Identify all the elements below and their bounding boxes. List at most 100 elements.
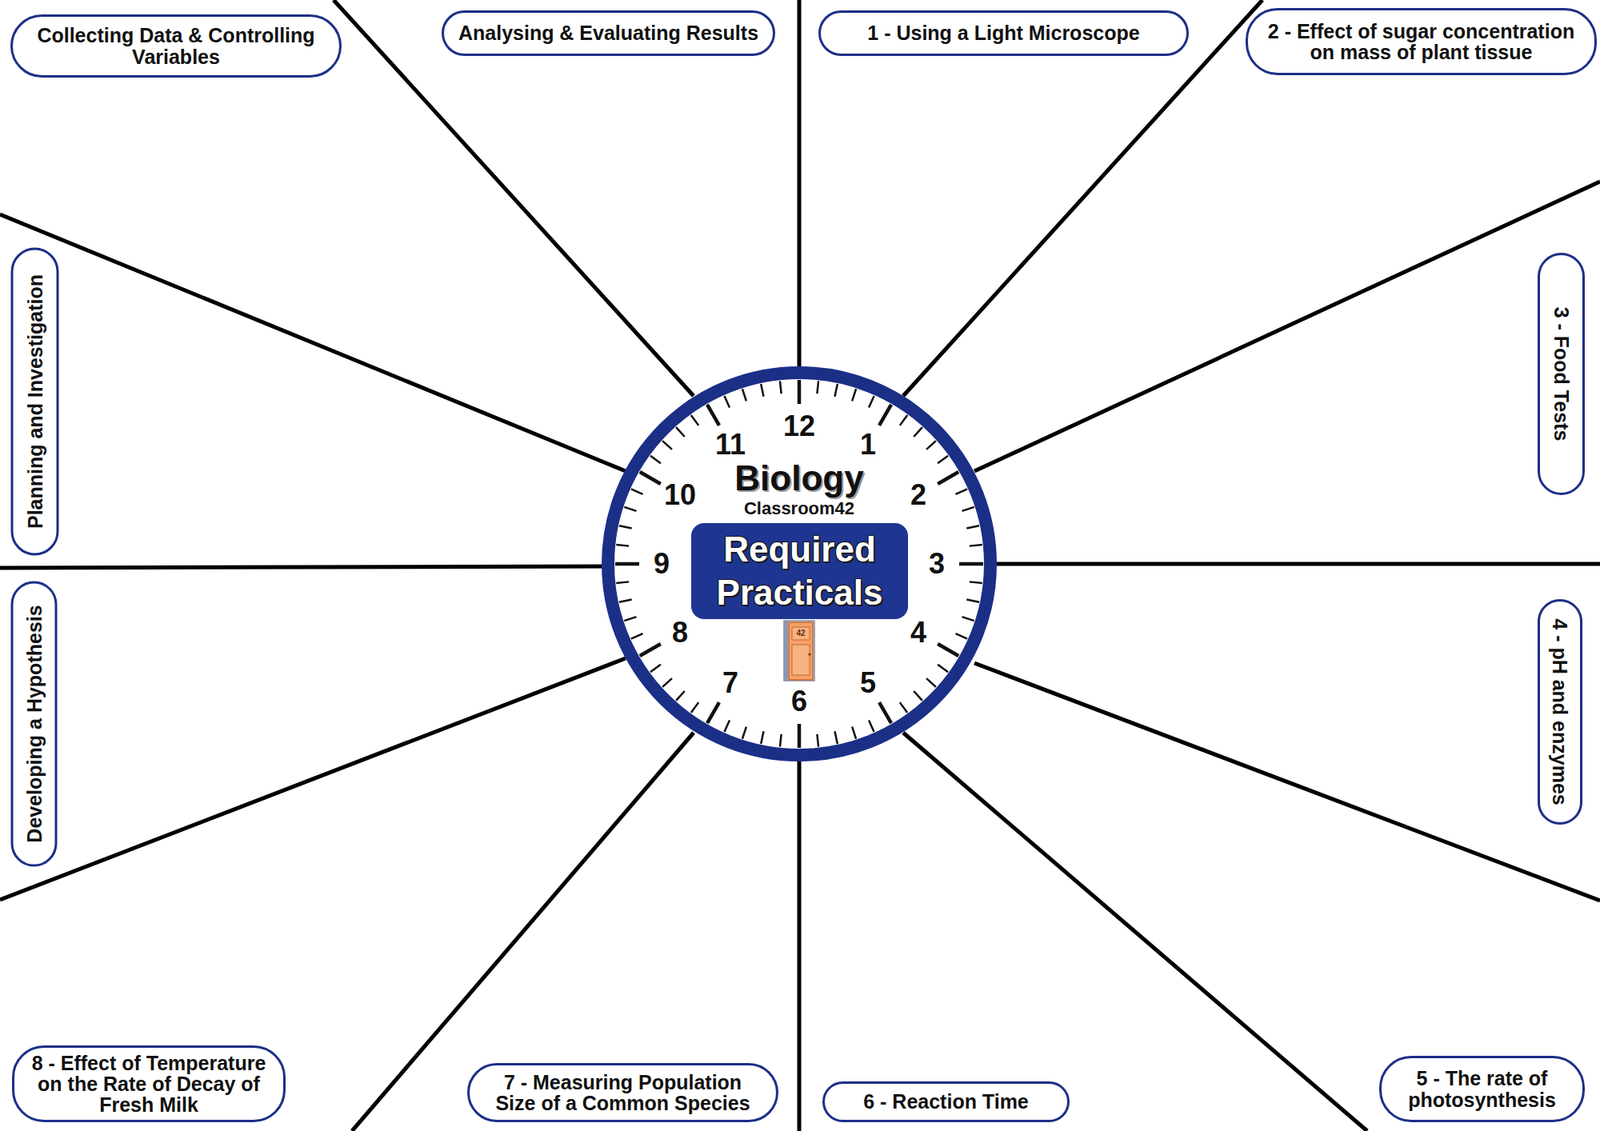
clock-tick <box>640 644 661 656</box>
clock-tick <box>724 396 730 408</box>
clock-tick <box>691 415 699 426</box>
box-label: Developing a Hypothesis <box>23 604 44 843</box>
brand-name: Classroom42 <box>744 500 855 518</box>
clock-tick <box>900 702 908 713</box>
box-label: Analysing & Evaluating Results <box>458 22 759 44</box>
clock-tick <box>879 404 892 426</box>
clock-tick <box>631 488 644 495</box>
clock-tick <box>937 472 959 484</box>
clock-tick <box>879 702 892 724</box>
clock-tick <box>852 727 856 740</box>
clock-tick <box>966 599 980 602</box>
clock-tick <box>724 720 730 732</box>
clock-tick <box>624 507 636 512</box>
clock-tick <box>760 731 764 744</box>
divider-line <box>0 566 616 568</box>
clock-tick <box>937 456 948 464</box>
clock-tick <box>969 581 983 584</box>
clock-ticks <box>615 380 984 748</box>
clock-tick <box>624 616 636 621</box>
clock-tick <box>676 691 685 701</box>
clock-tick <box>676 427 685 437</box>
clock-face: BiologyClassroom42Required Practicals <box>601 366 997 762</box>
clock-tick <box>913 691 923 701</box>
divider-line <box>984 562 1600 567</box>
box-label: 4 - pH and enzymes <box>1549 618 1571 805</box>
clock-tick <box>707 404 720 426</box>
clock-tick <box>959 562 984 567</box>
practical-box: Collecting Data & Controlling Variables <box>10 14 342 78</box>
practical-box: 4 - pH and enzymes <box>1537 599 1583 825</box>
box-label: Required Practicals <box>700 528 900 614</box>
clock-tick <box>650 456 661 464</box>
divider-line <box>974 663 1600 901</box>
clock-rim <box>608 372 991 756</box>
box-label: Collecting Data & Controlling Variables <box>16 24 336 68</box>
practical-box: Developing a Hypothesis <box>10 581 57 868</box>
box-label: 6 - Reaction Time <box>863 1091 1029 1112</box>
clock-tick <box>780 734 782 748</box>
clock-tick <box>797 724 802 748</box>
clock-tick <box>962 507 975 512</box>
box-label: 5 - The rate of photosynthesis <box>1390 1068 1575 1111</box>
box-label: 8 - Effect of Temperature on the Rate of… <box>21 1052 276 1116</box>
clock-tick <box>631 633 644 640</box>
clock-tick <box>868 396 875 408</box>
box-label: Planning and Investigation <box>24 274 45 529</box>
clock-tick <box>966 525 980 528</box>
box-label: 1 - Using a Light Microscope <box>867 22 1140 44</box>
clock-tick <box>868 720 875 732</box>
practical-box: 1 - Using a Light Microscope <box>818 10 1189 56</box>
clock-tick <box>913 427 923 437</box>
clock-tick <box>615 562 640 567</box>
clock-tick <box>852 388 856 401</box>
clock-tick <box>616 544 629 547</box>
title-badge: Required Practicals <box>691 523 908 620</box>
clock-tick <box>797 380 802 404</box>
practical-box: 2 - Effect of sugar concentration on mas… <box>1245 8 1597 76</box>
clock-tick <box>691 702 699 713</box>
box-label: 7 - Measuring Population Size of a Commo… <box>488 1072 757 1115</box>
practical-box: 7 - Measuring Population Size of a Commo… <box>467 1063 779 1123</box>
clock-tick <box>662 440 672 450</box>
clock-tick <box>619 599 632 602</box>
clock-tick <box>662 678 672 688</box>
practical-box: 8 - Effect of Temperature on the Rate of… <box>12 1045 286 1123</box>
clock-tick <box>962 616 975 621</box>
clock-tick <box>969 544 983 547</box>
clock-tick <box>742 727 747 740</box>
divider-line <box>974 181 1600 472</box>
divider-line <box>797 752 802 1131</box>
clock-tick <box>650 664 661 672</box>
practical-box: 6 - Reaction Time <box>822 1081 1070 1123</box>
practical-box: Planning and Investigation <box>10 248 59 556</box>
practical-box: 5 - The rate of photosynthesis <box>1379 1056 1585 1123</box>
divider-line <box>0 658 626 900</box>
clock-tick <box>834 384 837 397</box>
divider-line <box>903 732 1368 1131</box>
clock-tick <box>955 633 968 640</box>
clock-tick <box>937 664 948 672</box>
clock-tick <box>742 388 747 401</box>
practical-box: 3 - Food Tests <box>1537 252 1585 496</box>
clock-tick <box>900 415 908 426</box>
clock-tick <box>707 702 720 724</box>
box-label: 2 - Effect of sugar concentration on mas… <box>1259 20 1584 64</box>
clock-tick <box>926 440 936 450</box>
divider-line <box>333 0 694 396</box>
clock-tick <box>937 644 959 656</box>
clock-tick <box>955 488 968 495</box>
clock-tick <box>760 384 764 397</box>
subject-heading: Biology <box>734 460 864 496</box>
divider-line <box>903 0 1263 396</box>
divider-line <box>0 214 626 472</box>
clock-tick <box>834 731 837 744</box>
clock-tick <box>619 525 632 528</box>
clock-tick <box>780 380 782 394</box>
clock-tick <box>616 581 629 584</box>
clock-tick <box>640 472 661 484</box>
divider-line <box>797 0 802 376</box>
clock-tick <box>926 678 936 688</box>
clock-tick <box>816 380 819 394</box>
